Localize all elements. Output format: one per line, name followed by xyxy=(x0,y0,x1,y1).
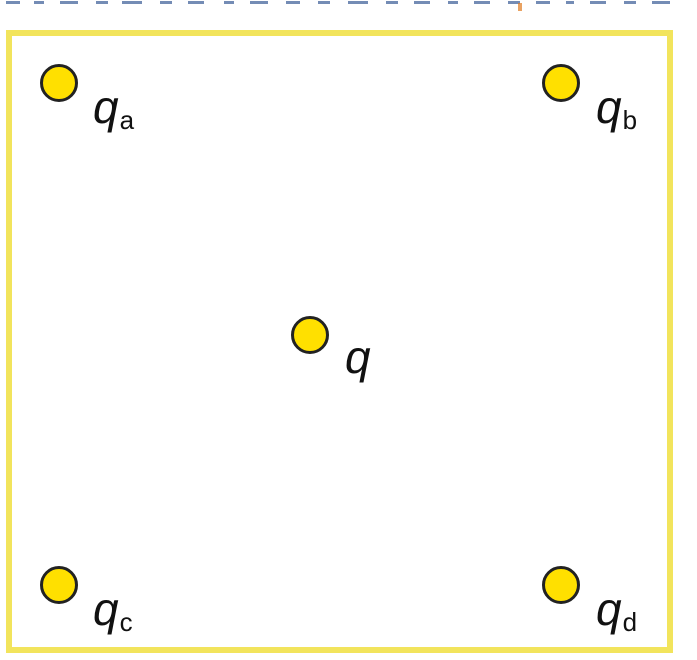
cropped-top-strip xyxy=(0,0,697,12)
label-qc-subscript: c xyxy=(119,607,133,637)
label-qd: qd xyxy=(596,583,637,635)
charge-qc xyxy=(40,566,78,604)
label-qa-symbol: q xyxy=(93,81,119,133)
label-qa: qa xyxy=(93,81,134,133)
label-qb-subscript: b xyxy=(622,105,638,135)
square-frame xyxy=(6,30,673,653)
label-q: q xyxy=(345,334,371,380)
label-qa-subscript: a xyxy=(119,105,135,135)
label-qb-symbol: q xyxy=(596,81,622,133)
label-qd-symbol: q xyxy=(596,583,622,635)
charge-qa xyxy=(40,64,78,102)
charge-qb xyxy=(542,64,580,102)
cropped-top-strip-marks xyxy=(6,1,670,11)
label-q-symbol: q xyxy=(345,331,371,383)
charge-q xyxy=(291,316,329,354)
label-qd-subscript: d xyxy=(622,607,638,637)
label-qc: qc xyxy=(93,583,133,635)
label-qb: qb xyxy=(596,81,637,133)
charge-qd xyxy=(542,566,580,604)
label-qc-symbol: q xyxy=(93,583,119,635)
